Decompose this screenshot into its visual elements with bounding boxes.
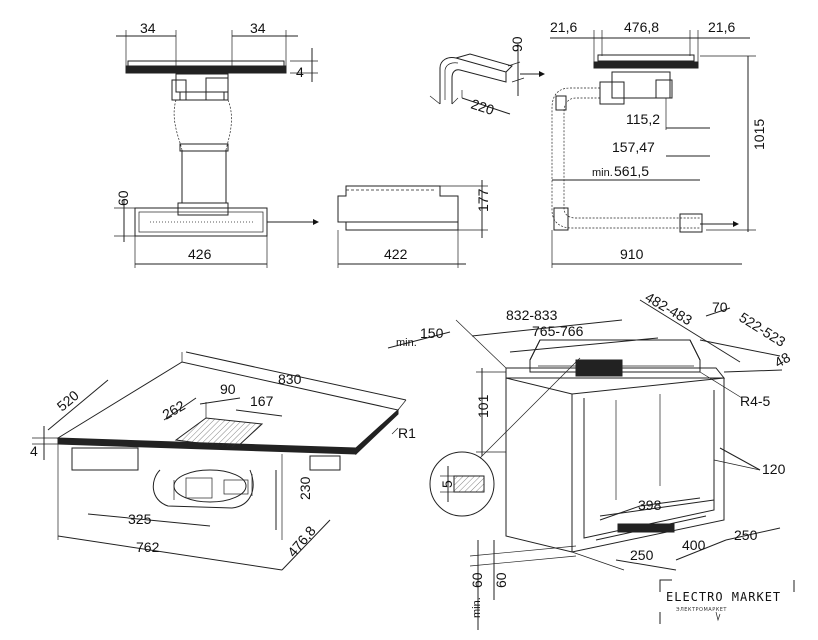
side-view-duct-routing: 21,6 476,8 21,6 115,2 157,47 min. 561,5 … xyxy=(550,19,767,268)
dim-561-5: 561,5 xyxy=(614,163,649,179)
dim-482-483: 482-483 xyxy=(643,289,696,329)
dim-120: 120 xyxy=(762,461,786,477)
logo-subtitle: ЭЛЕКТРОМАРКЕТ xyxy=(676,607,727,613)
dim-522-523: 522-523 xyxy=(736,309,788,350)
dim-830: 830 xyxy=(278,371,302,387)
dim-476-8-top: 476,8 xyxy=(624,19,659,35)
dim-765-766: 765-766 xyxy=(532,323,584,339)
dim-4-top: 4 xyxy=(296,64,304,80)
dim-1015: 1015 xyxy=(751,119,767,150)
dim-48: 48 xyxy=(772,349,794,371)
dim-398: 398 xyxy=(638,497,662,513)
dim-910: 910 xyxy=(620,246,644,262)
dim-90-duct: 90 xyxy=(509,36,525,52)
dim-476-8-persp: 476,8 xyxy=(284,523,319,560)
perspective-hob-view: R1 830 520 90 262 167 4 230 325 762 xyxy=(30,351,416,571)
dim-R1: R1 xyxy=(398,425,416,441)
dim-21-6-left: 21,6 xyxy=(550,19,577,35)
dim-262: 262 xyxy=(160,397,188,423)
dim-115-2: 115,2 xyxy=(626,111,660,127)
electro-market-logo: ELECTRO MARKET ЭЛЕКТРОМАРКЕТ xyxy=(659,579,795,624)
dim-60-cut: 60 xyxy=(493,572,509,588)
side-view-hob: 34 34 4 60 426 xyxy=(114,20,319,268)
dim-762: 762 xyxy=(136,539,160,555)
dim-157-47: 157,47 xyxy=(612,139,655,155)
dim-min-60: 60 xyxy=(469,572,485,588)
dim-4-persp: 4 xyxy=(30,443,38,459)
dim-230: 230 xyxy=(297,476,313,500)
dim-min-prefix-561: min. xyxy=(592,167,613,179)
filter-unit-view: 422 177 xyxy=(337,180,491,268)
dim-250-left: 250 xyxy=(630,547,654,563)
dim-101: 101 xyxy=(475,394,491,418)
dim-426: 426 xyxy=(188,246,212,262)
dim-21-6-right: 21,6 xyxy=(708,19,735,35)
dim-34-left: 34 xyxy=(140,20,156,36)
dim-90-persp: 90 xyxy=(220,381,236,397)
duct-elbow-view: 90 220 xyxy=(429,36,545,119)
dim-220: 220 xyxy=(469,96,496,119)
dim-R4-5: R4-5 xyxy=(740,393,771,409)
dim-832-833: 832-833 xyxy=(506,307,558,323)
dim-60-base: 60 xyxy=(115,190,131,206)
dim-5: 5 xyxy=(439,480,455,488)
dim-325: 325 xyxy=(128,511,152,527)
dim-34-right: 34 xyxy=(250,20,266,36)
dim-70: 70 xyxy=(712,299,728,315)
logo-title: ELECTRO MARKET xyxy=(666,590,781,604)
dim-177: 177 xyxy=(475,188,491,212)
dim-150: 150 xyxy=(420,325,444,341)
dim-422: 422 xyxy=(384,246,408,262)
dim-min-prefix-60: min. xyxy=(471,597,483,618)
dim-520: 520 xyxy=(54,387,82,414)
dim-250-right: 250 xyxy=(734,527,758,543)
dim-min-prefix-150: min. xyxy=(396,337,417,349)
dim-167: 167 xyxy=(250,393,274,409)
dim-400: 400 xyxy=(682,537,706,553)
cabinet-cutout-view: 5 min. 150 832-833 765-766 482-483 70 52… xyxy=(387,289,794,630)
